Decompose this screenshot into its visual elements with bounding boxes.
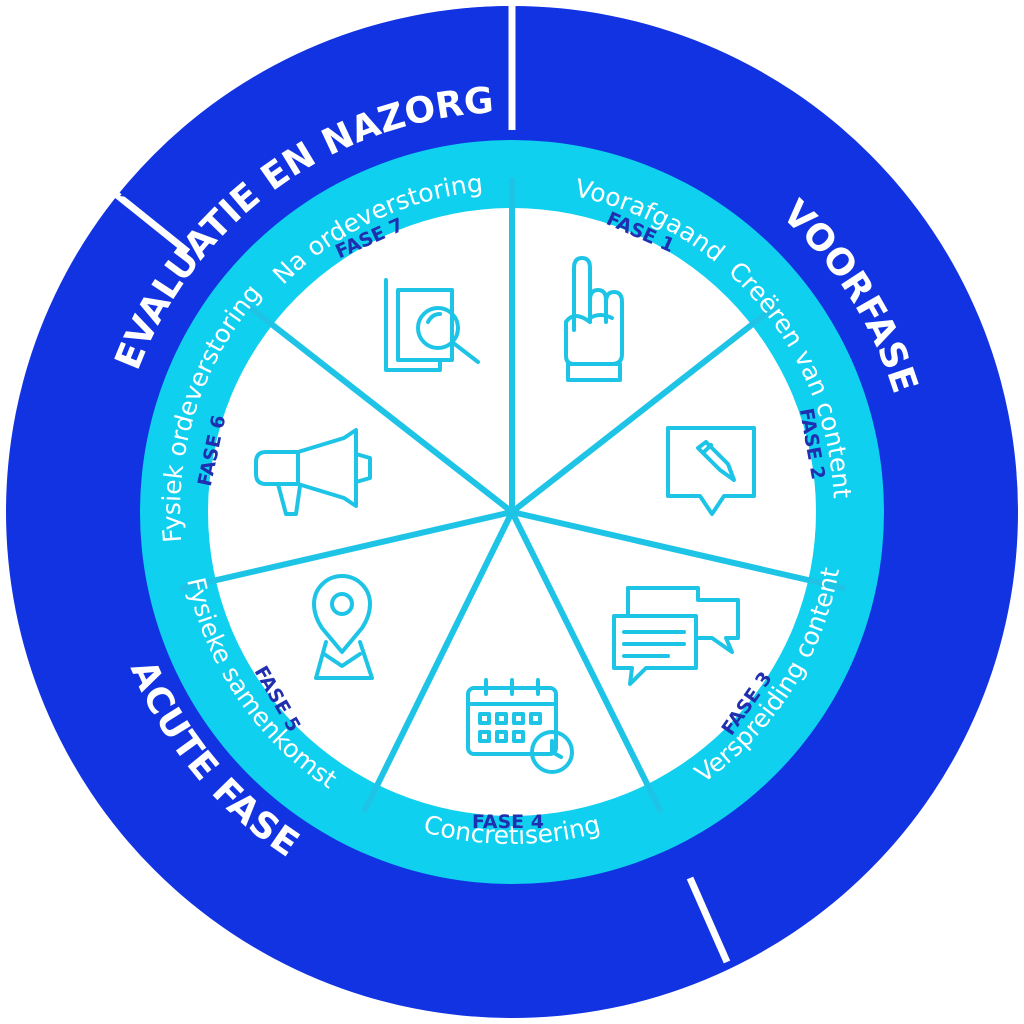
spoke-2 bbox=[509, 302, 780, 515]
speech-bubble-pencil-icon bbox=[666, 426, 756, 516]
outer-divider-left bbox=[114, 192, 191, 255]
megaphone-icon bbox=[254, 428, 372, 516]
spoke-3 bbox=[509, 509, 846, 591]
spokes bbox=[179, 177, 846, 813]
outer-divider-right bbox=[686, 876, 731, 964]
phase-label-4: FASE 4 bbox=[472, 811, 544, 833]
spoke-7 bbox=[244, 302, 515, 515]
spoke-4 bbox=[509, 509, 663, 813]
calendar-clock-icon bbox=[466, 678, 574, 774]
raised-finger-hand-icon bbox=[564, 256, 624, 382]
spoke-6 bbox=[179, 509, 515, 591]
spoke-5 bbox=[362, 509, 515, 813]
document-search-icon bbox=[384, 278, 480, 372]
outer-notch bbox=[120, 6, 505, 200]
chat-bubbles-icon bbox=[612, 586, 740, 686]
map-pin-icon bbox=[312, 574, 374, 680]
